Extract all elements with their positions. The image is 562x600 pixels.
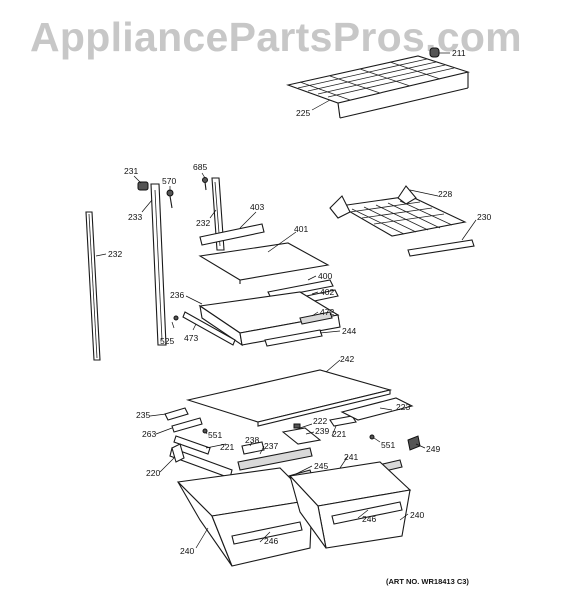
callout-244: 244 xyxy=(342,326,356,336)
callout-551-left: 551 xyxy=(208,430,222,440)
callout-211: 211 xyxy=(452,48,466,58)
rail-232-left xyxy=(85,211,101,361)
callout-240-right: 240 xyxy=(410,510,424,520)
rail-233 xyxy=(150,183,167,346)
frame-235 xyxy=(164,407,189,421)
callout-232-upper: 232 xyxy=(196,218,210,228)
callout-labels: 211 225 231 570 685 233 232 232 403 401 … xyxy=(108,48,491,556)
callout-230: 230 xyxy=(477,212,491,222)
screw-525 xyxy=(173,315,179,321)
glass-401 xyxy=(198,242,330,281)
callout-235: 235 xyxy=(136,410,150,420)
clip-211 xyxy=(429,47,440,58)
watermark: AppliancePartsPros.com xyxy=(30,14,522,60)
part-239 xyxy=(281,427,322,445)
strip-230 xyxy=(407,239,475,257)
callout-240-left: 240 xyxy=(180,546,194,556)
part-249 xyxy=(407,435,421,451)
bracket-221-right xyxy=(329,415,357,427)
callout-242: 242 xyxy=(340,354,354,364)
callout-238: 238 xyxy=(245,435,259,445)
rail-223 xyxy=(340,397,414,421)
callout-237: 237 xyxy=(264,441,278,451)
callout-222: 222 xyxy=(313,416,327,426)
wire-shelf-228 xyxy=(329,185,467,237)
callout-225: 225 xyxy=(296,108,310,118)
callout-221-right: 221 xyxy=(332,429,346,439)
screw-570 xyxy=(166,189,174,209)
callout-220: 220 xyxy=(146,468,160,478)
callout-472: 472 xyxy=(320,307,334,317)
callout-246-right: 246 xyxy=(362,514,376,524)
callout-241: 241 xyxy=(344,452,358,462)
callout-221-left: 221 xyxy=(220,442,234,452)
rail-473 xyxy=(182,311,236,346)
strip-244 xyxy=(264,329,323,347)
bracket-221-left xyxy=(173,435,211,455)
screw-685 xyxy=(202,177,208,191)
clip-231 xyxy=(137,181,149,191)
callout-246-left: 246 xyxy=(264,536,278,546)
drawer-240-left xyxy=(176,467,314,567)
rail-263 xyxy=(171,417,203,433)
callout-233: 233 xyxy=(128,212,142,222)
art-number: (ART NO. WR18413 C3) xyxy=(386,577,469,586)
callout-685: 685 xyxy=(193,162,207,172)
callout-402: 402 xyxy=(320,287,334,297)
callout-570: 570 xyxy=(162,176,176,186)
leader-lines xyxy=(95,52,477,549)
callout-525: 525 xyxy=(160,336,174,346)
callout-473: 473 xyxy=(184,333,198,343)
callout-228: 228 xyxy=(438,189,452,199)
glass-242 xyxy=(185,369,393,427)
callout-232-left: 232 xyxy=(108,249,122,259)
callout-239: 239 xyxy=(315,426,329,436)
callout-236: 236 xyxy=(170,290,184,300)
part-238 xyxy=(241,441,265,455)
drawer-236 xyxy=(198,291,341,347)
callout-231: 231 xyxy=(124,166,138,176)
top-wire-shelf xyxy=(286,55,471,119)
callout-245: 245 xyxy=(314,461,328,471)
part-222 xyxy=(293,423,301,429)
callout-223: 223 xyxy=(396,402,410,412)
callout-401: 401 xyxy=(294,224,308,234)
callout-249: 249 xyxy=(426,444,440,454)
handle-472 xyxy=(299,311,333,325)
callout-551-right: 551 xyxy=(381,440,395,450)
drawer-240-right xyxy=(288,461,412,549)
frame-403 xyxy=(199,223,265,246)
rail-237 xyxy=(237,447,313,471)
clip-551-right xyxy=(369,434,375,440)
callout-263: 263 xyxy=(142,429,156,439)
frame-220 xyxy=(169,443,233,479)
callout-403: 403 xyxy=(250,202,264,212)
callout-400: 400 xyxy=(318,271,332,281)
